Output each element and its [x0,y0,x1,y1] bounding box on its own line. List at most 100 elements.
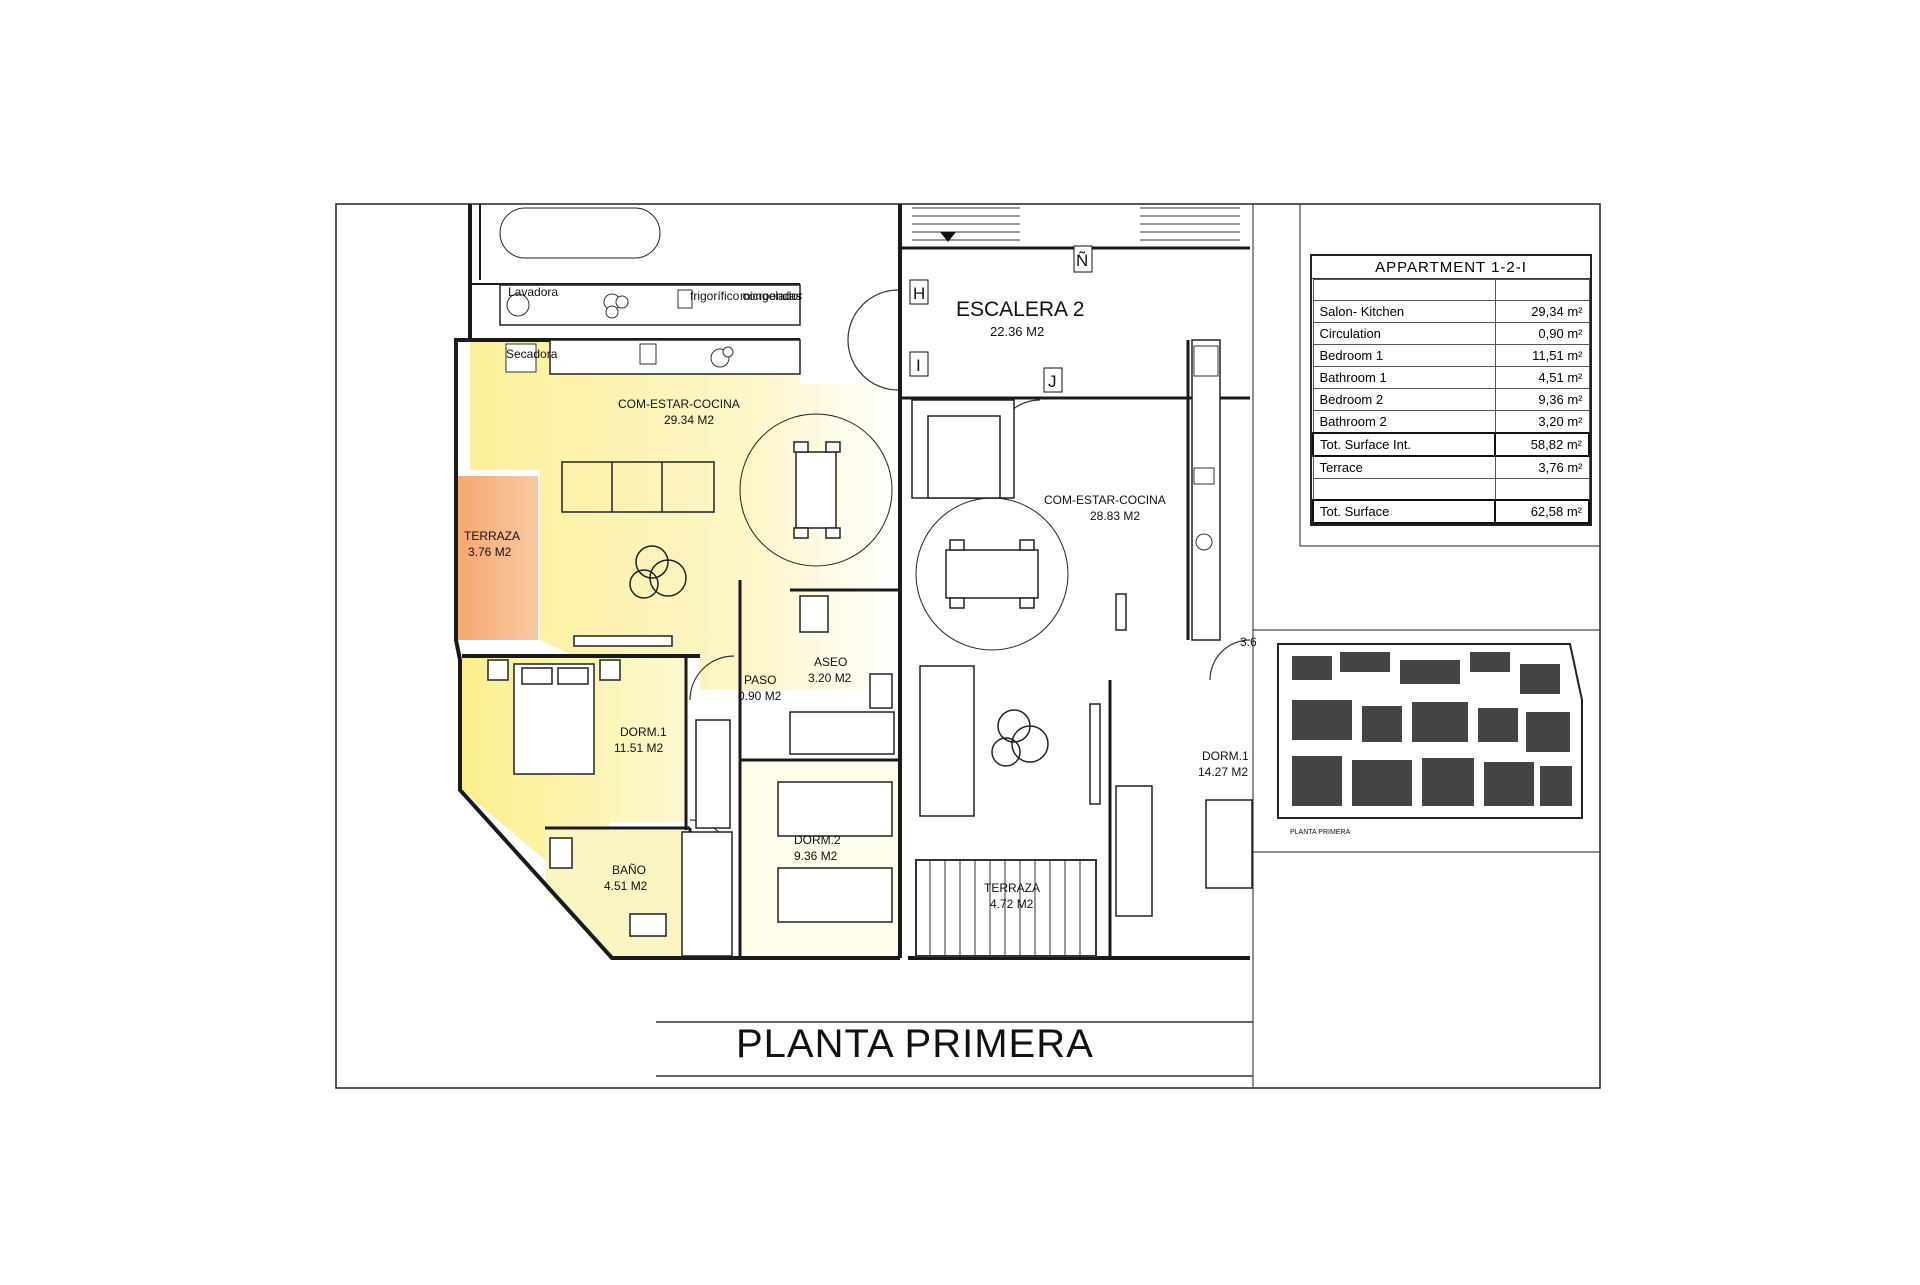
area-room-value: 58,82 m² [1494,432,1590,457]
living-right-area: 28.83 M2 [1090,509,1140,523]
dorm1-right-area: 14.27 M2 [1198,765,1248,779]
dorm2-label: DORM.2 [794,833,841,847]
bath-sink [629,913,667,937]
area-table-title: APPARTMENT 1-2-I [1312,256,1590,279]
area-room-value: 11,51 m² [1494,344,1590,367]
bath-left-area: 4.51 M2 [604,879,648,893]
hall-area: 0.90 M2 [738,689,782,703]
stair-marker-i: I [916,356,921,375]
door-arc [847,289,899,341]
furniture-left [487,207,895,957]
stair-arrow-icon [940,232,956,242]
door-arc [847,339,899,391]
dining-table [945,549,1039,599]
washer-label: Lavadora [508,285,558,299]
toilet-room-sink [869,673,893,709]
toilet [549,837,573,869]
stair-label: ESCALERA 2 [956,298,1084,321]
area-room-value: 0,90 m² [1494,322,1590,345]
appliance-icons [505,289,1219,551]
area-room-value: 9,36 m² [1494,388,1590,411]
stair-marker-n: Ñ [1076,251,1088,270]
terrace-right-area: 4.72 M2 [990,897,1034,911]
area-room-name [1312,478,1496,501]
living-left-area: 29.34 M2 [664,413,714,427]
dorm2-area: 9.36 M2 [794,849,838,863]
sofa [919,665,975,817]
sheet-frame [335,203,1601,1089]
wardrobe [695,719,731,829]
door-arc [689,655,735,701]
toilet-room-wc [799,595,829,633]
area-room-name [1312,279,1496,301]
room-labels: ESCALERA 2 22.36 M2 COM-ESTAR-COCINA 29.… [464,298,1257,911]
appliance-labels: Lavadora frigorífico congelador microond… [506,285,802,361]
area-room-value: 4,51 m² [1494,366,1590,389]
dining-area [915,497,1069,651]
marker-box-i [909,351,929,377]
furniture-right [911,399,1253,917]
area-room-value [1494,478,1590,501]
terrace-fill [456,476,538,640]
room-fills [456,338,900,960]
terrace-left-area: 3.76 M2 [468,545,512,559]
area-room-name: Circulation [1312,322,1496,345]
stair-marker-j: J [1048,372,1057,391]
partial-area-label: 3.6 [1240,635,1257,649]
area-room-name: Tot. Surface Int. [1312,432,1496,457]
coffee-table [635,545,669,579]
area-room-name: Bedroom 1 [1312,344,1496,367]
toilet-area: 3.20 M2 [808,671,852,685]
marker-box-h [909,279,929,305]
stair-steps [912,207,1240,241]
left-exterior-wall [454,204,900,960]
fridge-label: frigorífico congelador [690,289,802,303]
hall-wardrobe [789,711,895,755]
kitchen-counters [499,284,1221,641]
marker-box-n [1073,245,1093,273]
terrace-table-top [499,207,661,259]
door-arc [1209,639,1251,681]
stair-area: 22.36 M2 [990,324,1044,339]
area-table-row [1312,478,1590,501]
area-room-name: Bedroom 2 [1312,388,1496,411]
dorm1-right-label: DORM.1 [1202,749,1249,763]
area-room-value: 29,34 m² [1494,300,1590,323]
doors [689,289,1251,861]
bed-right [1205,799,1253,889]
terrace-hatch [915,859,1097,957]
area-room-name: Bathroom 1 [1312,366,1496,389]
toilet-label: ASEO [814,655,847,669]
stair-markers [909,245,1093,393]
bath-shower [681,831,733,957]
hall-label: PASO [744,673,776,687]
minimap-label: PLANTA PRIMERA [1290,829,1350,836]
single-bed-2 [777,867,893,923]
location-minimap [1277,643,1583,819]
single-bed-1 [777,781,893,837]
microwave-label: microondas [740,289,802,303]
tv-unit [1115,593,1127,631]
area-room-name: Tot. Surface [1312,499,1496,524]
tv-unit [573,635,673,647]
area-table-row [1312,279,1590,301]
sofa [561,461,715,513]
living-fill [470,338,900,690]
dryer-label: Secadora [506,347,558,361]
dorm1-left-label: DORM.1 [620,725,667,739]
bath-left-label: BAÑO [612,863,646,877]
area-table-row: Tot. Surface Int.58,82 m² [1312,432,1590,457]
dining-table [795,451,837,529]
area-room-value: 62,58 m² [1494,499,1590,524]
living-right-label: COM-ESTAR-COCINA [1044,493,1166,507]
area-room-name: Terrace [1312,455,1496,479]
stair-marker-h: H [913,284,925,303]
